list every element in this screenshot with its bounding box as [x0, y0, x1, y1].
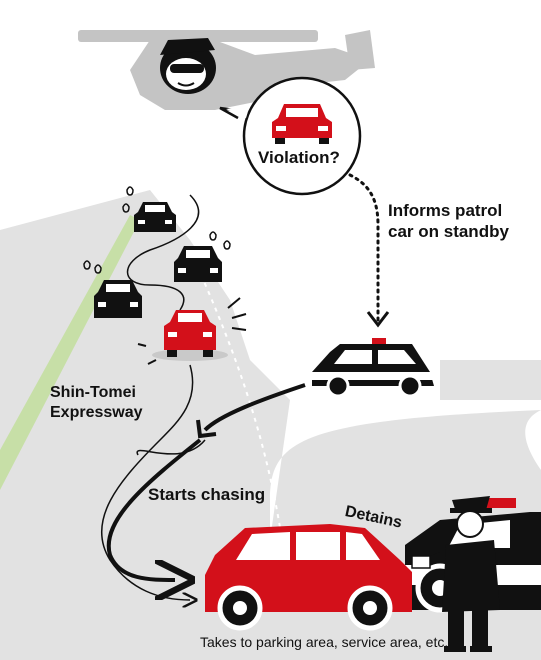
informs-arrowhead [366, 311, 390, 328]
police-officer-icon [411, 496, 500, 652]
road-path-thin [136, 439, 206, 456]
black-car-3 [94, 280, 142, 318]
sweat-drop-icon [83, 186, 231, 274]
road-cutout [270, 400, 541, 540]
chase-path-thick [106, 438, 202, 580]
lane-line [189, 249, 286, 561]
violation-label: Violation? [258, 148, 340, 167]
red-car-stopped [205, 524, 412, 631]
expressway-label-line2: Expressway [50, 404, 143, 421]
caption-label: Takes to parking area, service area, etc… [200, 634, 449, 650]
pilot-icon [160, 38, 216, 94]
chase-arrow [203, 383, 306, 432]
chase-arrowhead [196, 419, 217, 439]
expressway-label-line1: Shin-Tomei [50, 384, 136, 401]
informs-label-line2: car on standby [388, 222, 509, 241]
motion-lines [137, 297, 247, 365]
red-car-path [100, 364, 193, 600]
informs-label: Informs patrol car on standby [388, 200, 538, 242]
informs-arrow [348, 173, 380, 322]
black-car-1 [134, 202, 176, 232]
swerve-path [126, 194, 200, 311]
black-car-2 [174, 246, 222, 282]
expressway-label: Shin-Tomei Expressway [50, 383, 190, 423]
chasing-label: Starts chasing [148, 485, 266, 504]
informs-label-line1: Informs patrol [388, 201, 503, 220]
red-car-road [152, 310, 228, 361]
patrol-car-icon [312, 338, 434, 398]
violating-car-icon [272, 104, 332, 144]
